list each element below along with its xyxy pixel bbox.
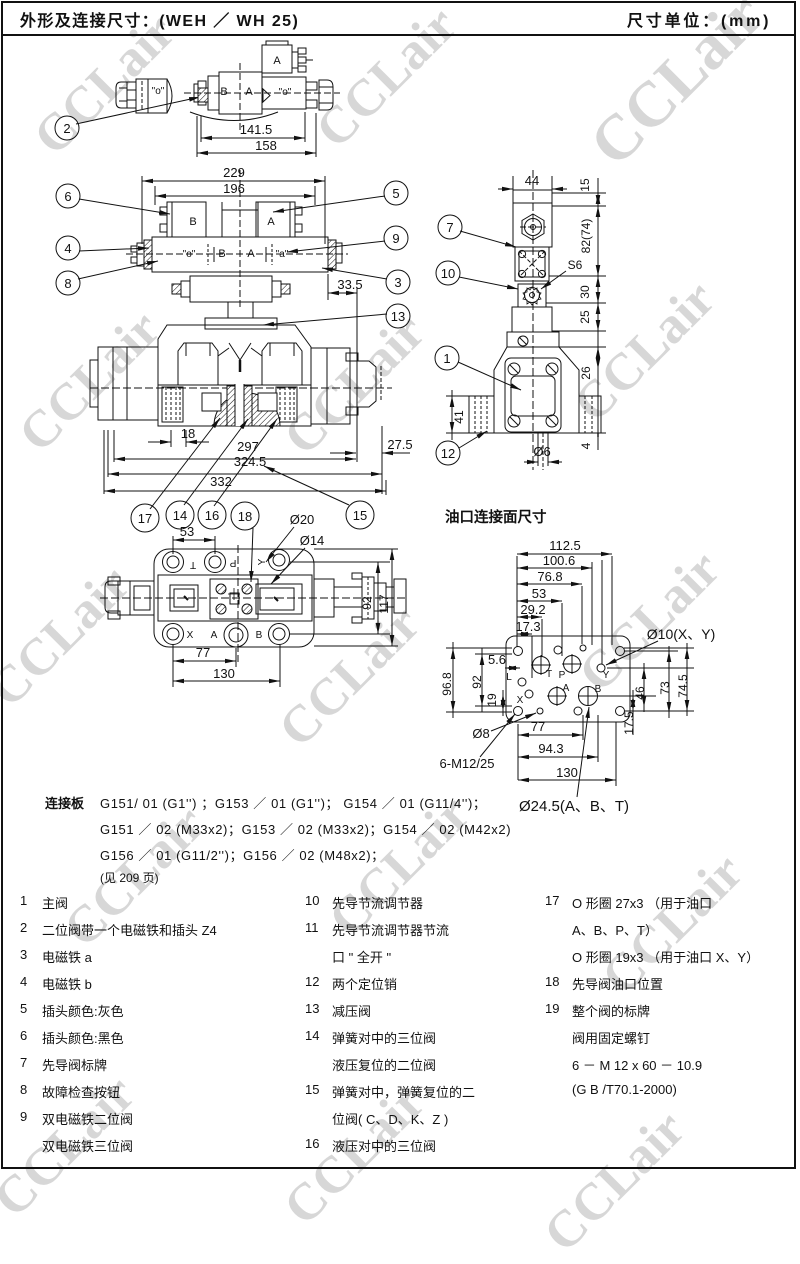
svg-text:7: 7 [446,220,453,235]
svg-text:141.5: 141.5 [240,122,273,137]
svg-text:Ø6: Ø6 [533,444,550,459]
svg-text:A: A [267,216,275,228]
svg-text:B: B [218,248,225,260]
svg-text:Y: Y [603,670,610,681]
svg-text:B: B [189,216,196,228]
svg-text:16: 16 [205,508,219,523]
svg-text:X: X [517,695,524,706]
svg-text:30: 30 [578,285,592,299]
svg-text:77: 77 [531,719,545,734]
svg-text:17.5: 17.5 [622,711,636,735]
svg-text:41: 41 [452,410,466,424]
svg-text:112.5: 112.5 [549,538,581,553]
svg-text:Ø20: Ø20 [290,512,315,527]
svg-text:17: 17 [138,511,152,526]
svg-text:Ø8: Ø8 [472,726,489,741]
svg-text:Y: Y [257,558,268,565]
svg-text:Ø14: Ø14 [300,533,325,548]
svg-text:18: 18 [238,509,252,524]
svg-text:82(74): 82(74) [579,219,593,254]
svg-text:332: 332 [210,474,232,489]
svg-text:A: A [563,683,570,694]
svg-text:19: 19 [485,693,499,707]
svg-text:92: 92 [360,596,374,610]
svg-text:P: P [229,557,236,568]
svg-text:3: 3 [394,275,401,290]
svg-text:2: 2 [63,121,70,136]
svg-text:196: 196 [223,181,245,196]
svg-text:P: P [559,670,566,681]
svg-text:A: A [273,55,281,67]
svg-text:33.5: 33.5 [337,277,362,292]
svg-text:17.3: 17.3 [515,619,540,634]
svg-text:"o": "o" [279,87,292,98]
svg-text:74.5: 74.5 [676,674,690,698]
svg-text:100.6: 100.6 [543,553,576,568]
svg-text:76.8: 76.8 [537,569,562,584]
svg-text:117: 117 [377,594,391,613]
svg-text:94.3: 94.3 [538,741,563,756]
svg-text:130: 130 [556,765,578,780]
svg-text:29.2: 29.2 [520,602,545,617]
svg-text:10: 10 [441,266,455,281]
svg-text:73: 73 [658,681,672,695]
svg-text:46: 46 [633,686,647,700]
svg-text:15: 15 [353,508,367,523]
svg-text:X: X [187,630,194,641]
svg-text:44: 44 [525,173,539,188]
svg-text:B: B [595,684,602,695]
svg-text:158: 158 [255,138,277,153]
svg-text:6-M12/25: 6-M12/25 [440,756,495,771]
svg-text:8: 8 [64,276,71,291]
svg-text:18: 18 [181,426,195,441]
svg-text:L: L [506,672,512,683]
svg-text:96.8: 96.8 [440,672,454,696]
svg-text:77: 77 [196,645,210,660]
svg-text:92: 92 [470,675,484,689]
svg-text:229: 229 [223,165,245,180]
svg-text:4: 4 [579,442,593,449]
svg-text:T: T [546,669,552,680]
svg-text:1: 1 [443,351,450,366]
svg-text:297: 297 [237,439,259,454]
svg-text:A: A [247,248,255,260]
svg-text:53: 53 [180,524,194,539]
svg-text:A: A [211,630,218,641]
svg-text:S6: S6 [568,258,583,272]
svg-text:"a": "a" [276,249,289,260]
svg-text:14: 14 [173,508,187,523]
svg-text:5.6: 5.6 [488,652,506,667]
svg-text:15: 15 [578,178,592,192]
svg-text:"o": "o" [183,249,196,260]
svg-text:324.5: 324.5 [234,454,267,469]
svg-text:12: 12 [441,446,455,461]
svg-text:13: 13 [391,309,405,324]
svg-text:油口连接面尺寸: 油口连接面尺寸 [445,508,547,526]
svg-text:Ø24.5(A、B、T): Ø24.5(A、B、T) [519,798,629,815]
svg-text:A: A [245,86,253,98]
svg-text:53: 53 [532,586,546,601]
svg-text:B: B [256,630,263,641]
svg-text:26: 26 [579,366,593,380]
svg-text:6: 6 [64,189,71,204]
svg-text:5: 5 [392,186,399,201]
svg-text:25: 25 [578,310,592,324]
svg-text:4: 4 [64,241,71,256]
svg-text:Ø10(X、Y): Ø10(X、Y) [647,626,715,642]
svg-text:130: 130 [213,666,235,681]
svg-text:B: B [220,86,227,98]
svg-text:"o": "o" [152,86,165,97]
svg-text:9: 9 [392,231,399,246]
svg-text:T: T [190,559,196,570]
svg-text:27.5: 27.5 [387,437,412,452]
